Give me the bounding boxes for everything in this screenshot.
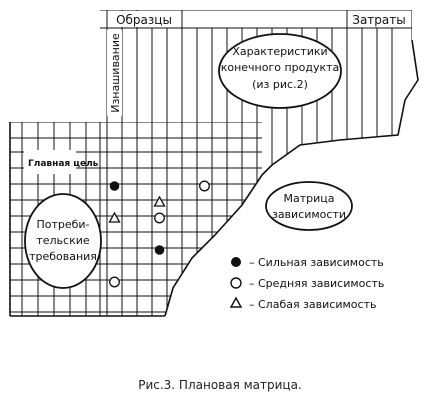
legend-strong-text: – Сильная зависимость — [249, 256, 384, 269]
svg-text:Потреби-: Потреби- — [36, 218, 89, 231]
product-characteristics-callout: Характеристики конечного продукта (из ри… — [218, 33, 342, 109]
weak-dependency-mark — [153, 195, 166, 207]
svg-text:Матрица: Матрица — [284, 192, 335, 205]
matrix-marks — [108, 180, 210, 288]
dependency-matrix-callout: Матрица зависимости — [265, 181, 353, 231]
consumer-requirements-callout: Потреби- тельские требования — [24, 193, 102, 289]
torn-edge-bottom — [164, 174, 263, 317]
medium-dependency-mark — [154, 212, 165, 224]
strong-dependency-icon — [231, 257, 241, 267]
wear-label: Изнашивание — [109, 33, 122, 113]
weak-dependency-mark — [108, 211, 121, 223]
torn-edge-top — [261, 39, 419, 176]
medium-dependency-mark — [199, 180, 210, 192]
svg-text:требования: требования — [29, 250, 97, 263]
svg-text:зависимости: зависимости — [272, 208, 346, 221]
medium-dependency-mark — [109, 276, 120, 288]
legend-weak-text: – Слабая зависимость — [249, 298, 376, 311]
svg-text:тельские: тельские — [36, 234, 90, 247]
legend-medium-text: – Средняя зависимость — [249, 277, 384, 290]
svg-text:(из рис.2): (из рис.2) — [252, 78, 308, 91]
svg-text:Характеристики: Характеристики — [232, 45, 327, 58]
legend: – Сильная зависимость – Средняя зависимо… — [229, 256, 384, 311]
samples-label: Образцы — [116, 13, 172, 27]
strong-dependency-mark — [154, 245, 165, 255]
svg-text:конечного продукта: конечного продукта — [221, 61, 340, 74]
main-goal-label: Главная цель — [28, 159, 99, 169]
figure-caption: Рис.3. Плановая матрица. — [138, 378, 302, 392]
costs-label: Затраты — [352, 13, 405, 27]
strong-dependency-mark — [109, 181, 120, 191]
medium-dependency-icon — [230, 277, 242, 289]
weak-dependency-icon — [229, 296, 243, 308]
